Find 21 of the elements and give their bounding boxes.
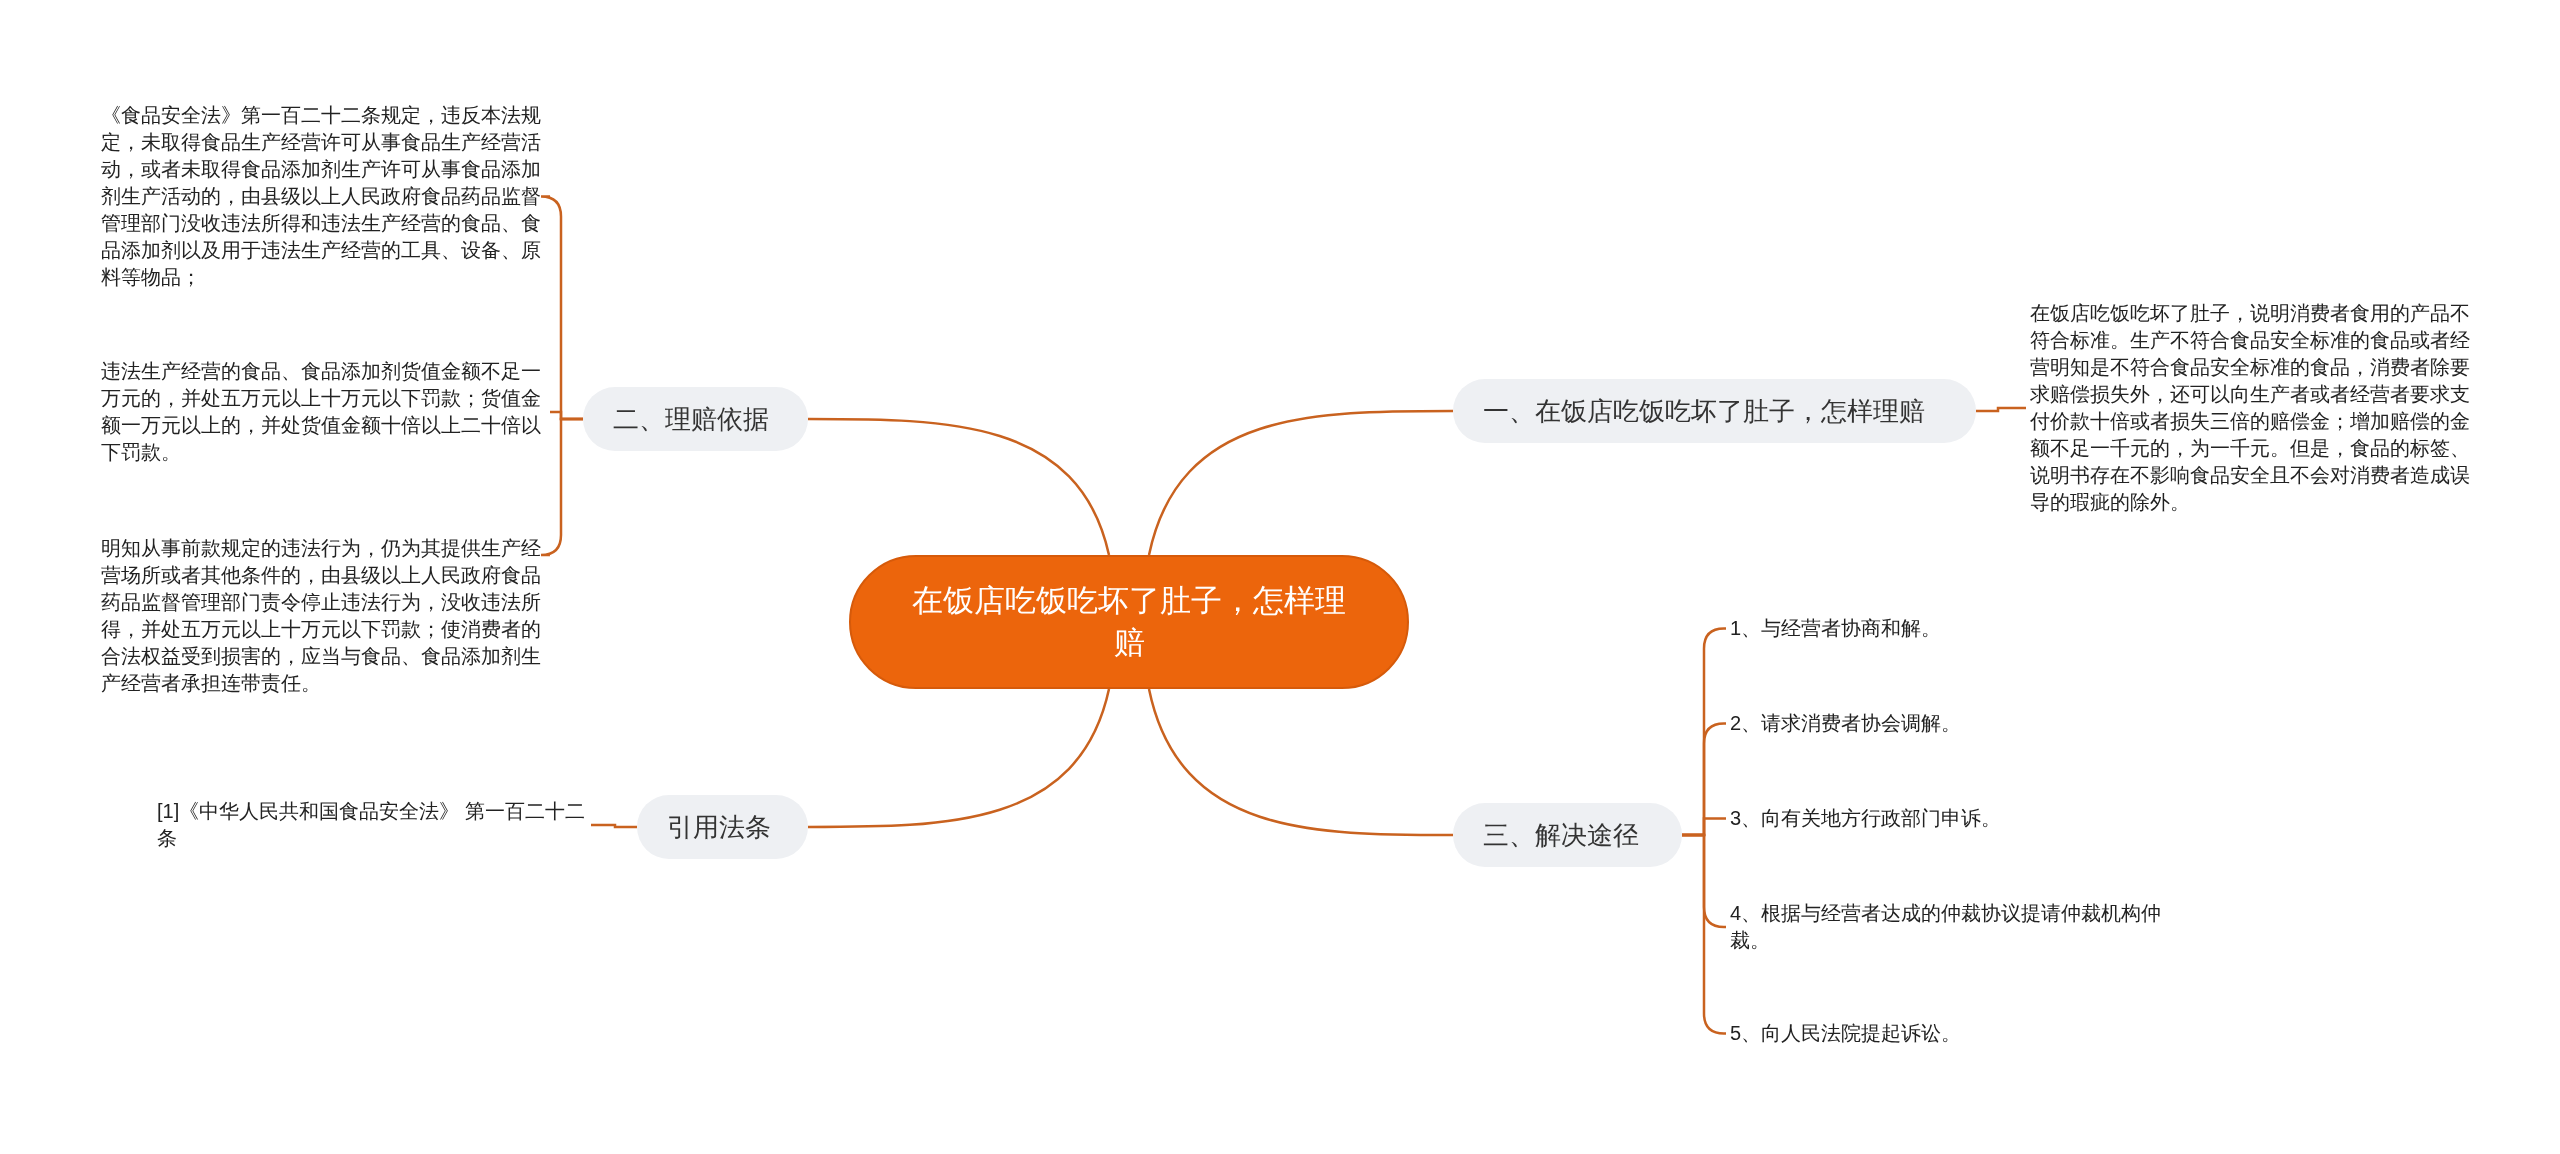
list-item: 3、向有关地方行政部门申诉。 (1730, 805, 2170, 832)
list-item: 5、向人民法院提起诉讼。 (1730, 1020, 2170, 1047)
branch-topic: 一、在饭店吃饭吃坏了肚子，怎样理赔 (1453, 379, 1976, 443)
connector-line (1976, 406, 2026, 413)
list-item: 4、根据与经营者达成的仲裁协议提请仲裁机构仲裁。 (1730, 900, 2170, 954)
branch-topic: 三、解决途径 (1453, 803, 1682, 867)
connector-line (1147, 409, 1453, 556)
central-topic: 在饭店吃饭吃坏了肚子，怎样理赔 (849, 555, 1409, 689)
list-item: 2、请求消费者协会调解。 (1730, 710, 2170, 737)
branch-topic: 引用法条 (637, 795, 808, 859)
detail-text: 明知从事前款规定的违法行为，仍为其提供生产经营场所或者其他条件的，由县级以上人民政府食品药品监督管理部门责令停止违法行为，没收违法所得，并处五万元以上十万元以下罚款；使消费者的合法权益受到损害的，应当与食品、食品添加剂生产经营者承担连带责任。 (101, 535, 546, 697)
detail-text: 违法生产经营的食品、食品添加剂货值金额不足一万元的，并处五万元以上十万元以下罚款；货值金额一万元以上的，并处货值金额十倍以上二十倍以下罚款。 (101, 358, 546, 466)
detail-text: 《食品安全法》第一百二十二条规定，违反本法规定，未取得食品生产经营许可从事食品生产经营活动，或者未取得食品添加剂生产许可从事食品添加剂生产活动的，由县级以上人民政府食品药品监督管理部门没收违法所得和违法生产经营的食品、食品添加剂以及用于违法生产经营的工具、设备、原料等物品； (101, 102, 546, 291)
detail-text: 在饭店吃饭吃坏了肚子，说明消费者食用的产品不符合标准。生产不符合食品安全标准的食品或者经营明知是不符合食品安全标准的食品，消费者除要求赔偿损失外，还可以向生产者或者经营者要求支付价款十倍或者损失三倍的赔偿金；增加赔偿的金额不足一千元的，为一千元。但是，食品的标签、说明书存在不影响食品安全且不会对消费者造成误导的瑕疵的除外。 (2030, 300, 2480, 516)
citation-text: [1]《中华人民共和国食品安全法》 第一百二十二条 (157, 798, 587, 852)
connector-line (808, 688, 1111, 829)
connector-line (808, 417, 1111, 556)
connector-line (591, 823, 637, 829)
branch-topic: 二、理赔依据 (583, 387, 808, 451)
list-item: 1、与经营者协商和解。 (1730, 615, 2170, 642)
connector-line (1147, 688, 1453, 837)
